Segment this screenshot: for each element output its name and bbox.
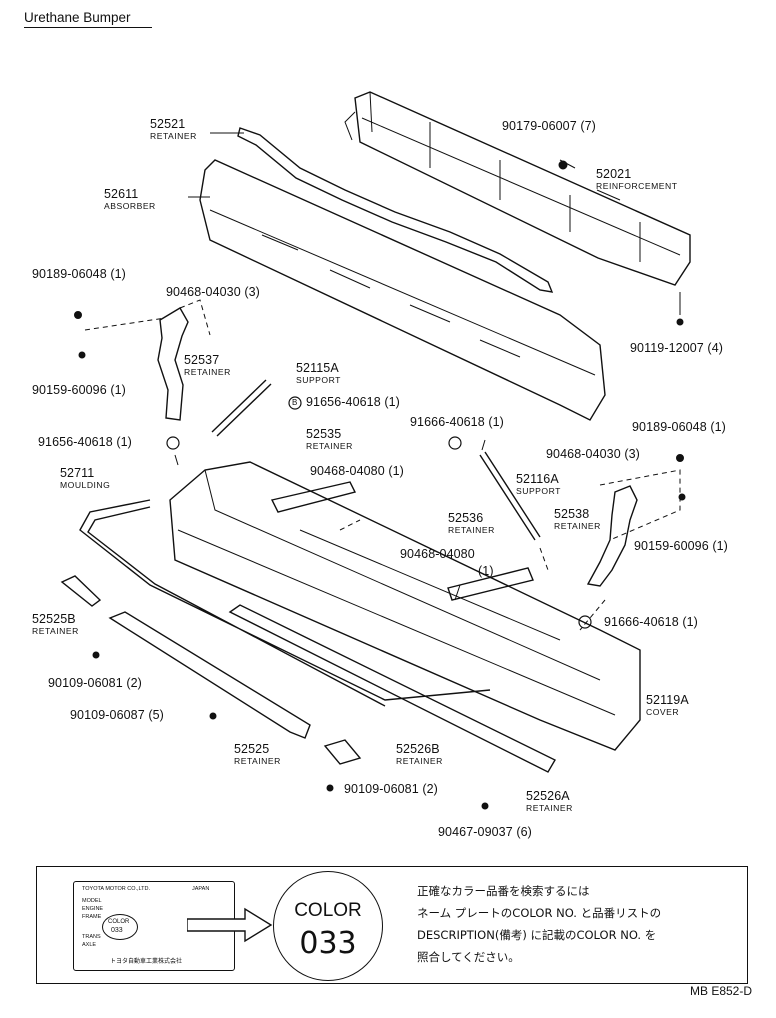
note-line-4: 照合してください。 [417,950,520,964]
part-number-52119a: 52119A [646,693,689,707]
clip-b-icon [578,615,592,629]
retainer-52525-shape [108,611,311,739]
part-number-52521: 52521 [150,117,186,131]
part-number-90468-04080-lower: 90468-04080 [400,547,475,561]
note-line-2: ネーム プレートのCOLOR NO. と品番リストの [417,906,662,920]
part-number-52538: 52538 [554,507,590,521]
retainer-52526b-shape [323,739,362,765]
clip-b-icon [288,396,302,410]
part-number-52711: 52711 [60,466,95,480]
part-number-90468-right: 90468-04030 (3) [546,447,640,461]
part-number-52525b: 52525B [32,612,76,626]
part-number-52525: 52525 [234,742,270,756]
arrow-right-icon [187,907,273,943]
color-code: 033 [299,926,357,961]
leader-lines [84,132,681,631]
part-name-52116a: SUPPORT [516,486,561,496]
part-number-52115a: 52115A [296,361,339,375]
clip-b-icon [166,436,180,450]
clip-b-mark: B [292,398,298,407]
part-name-52536: RETAINER [448,525,495,535]
color-code-circle: COLOR 033 [273,871,383,981]
reinforcement-shape [344,91,691,286]
part-name-52526a: RETAINER [526,803,573,813]
sheet-code: MB E852-D [690,984,753,998]
plate-color-circle: COLOR 033 [102,914,138,940]
part-number-52536: 52536 [448,511,484,525]
support-52115a-shape [211,379,272,437]
retainer-52535-shape [270,481,357,513]
retainer-52536-shape [447,567,534,601]
plate-color-label: COLOR [108,919,130,925]
plate-maker: TOYOTA MOTOR CO.,LTD. [82,886,151,892]
part-name-52535: RETAINER [306,441,353,451]
part-number-90109-06081-lower: 90109-06081 (2) [344,782,438,796]
part-number-52526a: 52526A [526,789,570,803]
part-name-52537: RETAINER [184,367,231,377]
plate-color-code: 033 [111,927,123,934]
retainer-52525b-shape [60,575,102,607]
part-number-90179: 90179-06007 (7) [502,119,596,133]
color-label: COLOR [294,900,362,921]
retainer-52521-shape [237,127,554,293]
part-number-52021: 52021 [596,167,632,181]
part-number-90468-04080-upper: 90468-04080 (1) [310,464,404,478]
clip-b-icon [448,436,462,450]
plate-model: MODEL [82,898,102,904]
part-number-52526b: 52526B [396,742,440,756]
page-title: Urethane Bumper [24,10,152,28]
plate-axle: AXLE [82,942,97,948]
part-number-90189-left: 90189-06048 (1) [32,267,126,281]
retainer-52537-shape [157,307,189,421]
support-52116a-shape [479,451,541,541]
part-name-52115a: SUPPORT [296,375,341,385]
part-qty-90468-04080-lower: (1) [478,564,494,578]
part-number-52116a: 52116A [516,472,559,486]
part-number-91666-upper: 91666-40618 (1) [410,415,504,429]
part-number-52535: 52535 [306,427,342,441]
plate-country: JAPAN [192,886,210,892]
part-number-90189-right: 90189-06048 (1) [632,420,726,434]
part-name-52526b: RETAINER [396,756,443,766]
absorber-shape [199,159,606,421]
plate-footer: トヨタ自動車工業株式会社 [110,958,183,965]
part-number-90468-left: 90468-04030 (3) [166,285,260,299]
part-number-91666-lower: 91666-40618 (1) [604,615,698,629]
note-line-1: 正確なカラー品番を検索するには [417,884,590,898]
part-name-52021: REINFORCEMENT [596,181,678,191]
part-number-90109-06081-left: 90109-06081 (2) [48,676,142,690]
part-name-52525: RETAINER [234,756,281,766]
part-number-90159-left: 90159-60096 (1) [32,383,126,397]
part-number-90467: 90467-09037 (6) [438,825,532,839]
retainer-52526a-shape [228,604,556,773]
plate-engine: ENGINE [82,906,104,912]
color-note-box: TOYOTA MOTOR CO.,LTD. JAPAN MODEL ENGINE… [36,866,748,984]
part-number-91656-lower: 91656-40618 (1) [38,435,132,449]
part-number-91656-upper: 91656-40618 (1) [306,395,400,409]
part-name-52538: RETAINER [554,521,601,531]
part-number-90159-right: 90159-60096 (1) [634,539,728,553]
plate-trans: TRANS [82,934,101,940]
part-name-52525b: RETAINER [32,626,79,636]
part-name-52119a: COVER [646,707,680,717]
part-number-90119: 90119-12007 (4) [630,341,724,355]
fastener-icons [74,160,686,810]
plate-frame: FRAME [82,914,102,920]
part-number-52611: 52611 [104,187,139,201]
note-line-3: DESCRIPTION(備考) に記載のCOLOR NO. を [417,928,657,942]
retainer-52538-shape [586,485,638,587]
part-number-90109-06087: 90109-06087 (5) [70,708,164,722]
part-number-52537: 52537 [184,353,220,367]
bumper-cover-shape [169,461,641,751]
part-name-52711: MOULDING [60,480,111,490]
part-name-52611: ABSORBER [104,201,156,211]
part-name-52521: RETAINER [150,131,197,141]
